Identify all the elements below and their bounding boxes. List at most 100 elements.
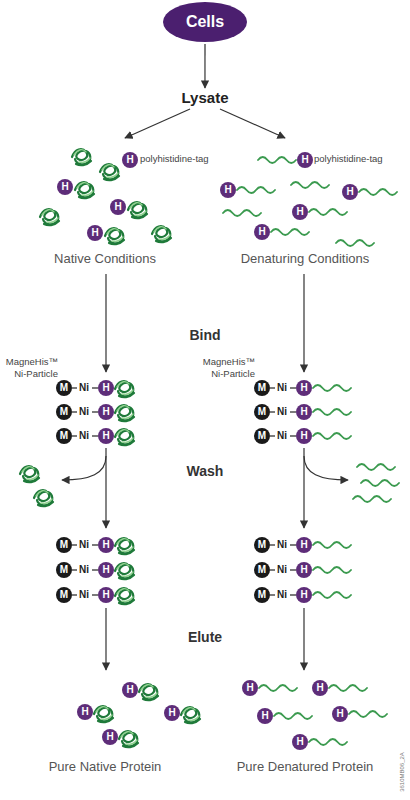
particle-label: MagneHis™ Ni-Particle — [0, 356, 58, 380]
magnetic-particle: M — [254, 380, 270, 396]
nickel-label: Ni — [79, 564, 89, 575]
denatured-protein — [313, 542, 351, 548]
his-tag: H — [296, 380, 312, 396]
his-tag: H — [342, 184, 358, 200]
native-protein — [115, 588, 134, 604]
his-tag: H — [98, 562, 114, 578]
washed-away-proteins — [20, 464, 399, 506]
magnetic-particle: M — [56, 428, 72, 444]
step-label: Elute — [188, 629, 222, 645]
bond-line — [72, 435, 77, 436]
nickel-label: Ni — [277, 382, 287, 393]
nickel-label: Ni — [277, 430, 287, 441]
bond-line — [270, 594, 275, 595]
node-text: Cells — [186, 13, 224, 31]
flow-arrows — [62, 274, 348, 670]
magnetic-particle: M — [56, 537, 72, 553]
tag-label: polyhistidine-tag — [140, 153, 209, 164]
his-tag: H — [122, 682, 138, 698]
nickel-label: Ni — [277, 539, 287, 550]
magnetic-particle: M — [254, 428, 270, 444]
his-tag: H — [292, 204, 308, 220]
node-text: Pure Denatured Protein — [237, 759, 374, 774]
native-protein — [115, 405, 134, 421]
tag-label: polyhistidine-tag — [314, 153, 383, 164]
step-node: Pure Native Protein — [46, 758, 165, 775]
his-tag: H — [296, 587, 312, 603]
nickel-label: Ni — [277, 589, 287, 600]
node-text: Native Conditions — [54, 251, 156, 266]
his-tag: H — [98, 380, 114, 396]
step-label: Wash — [187, 463, 224, 479]
bond-line — [270, 411, 275, 412]
native-protein — [115, 563, 134, 579]
lysate-denatured-proteins — [223, 157, 397, 246]
nickel-label: Ni — [79, 539, 89, 550]
magnetic-particle: M — [254, 587, 270, 603]
his-tag: H — [164, 705, 180, 721]
bond-line — [72, 544, 77, 545]
bond-line — [72, 387, 77, 388]
his-tag: H — [98, 404, 114, 420]
step-node: Pure Denatured Protein — [234, 758, 377, 775]
step-node: Lysate — [179, 88, 232, 107]
his-tag: H — [220, 182, 236, 198]
denatured-protein — [313, 592, 351, 598]
denatured-protein — [313, 433, 351, 439]
his-tag: H — [292, 734, 308, 750]
node-text: Lysate — [182, 89, 229, 106]
bond-line — [72, 411, 77, 412]
step-label: Bind — [189, 327, 220, 343]
his-tag: H — [242, 680, 258, 696]
bond-line — [270, 544, 275, 545]
magnetic-particle: M — [56, 562, 72, 578]
nickel-label: Ni — [79, 430, 89, 441]
cell-ellipse: Cells — [163, 2, 247, 42]
node-text: Pure Native Protein — [49, 759, 162, 774]
his-tag: H — [296, 562, 312, 578]
nickel-label: Ni — [79, 382, 89, 393]
native-protein — [115, 429, 134, 445]
denatured-protein — [313, 385, 351, 391]
his-tag: H — [312, 680, 328, 696]
bond-line — [270, 387, 275, 388]
flow-connector — [220, 109, 285, 138]
node-text: Denaturing Conditions — [241, 251, 370, 266]
his-tag: H — [296, 537, 312, 553]
his-tag: H — [122, 152, 138, 168]
bond-line — [270, 435, 275, 436]
magnetic-particle: M — [56, 380, 72, 396]
magnetic-particle: M — [254, 562, 270, 578]
nickel-label: Ni — [79, 589, 89, 600]
nickel-label: Ni — [79, 406, 89, 417]
his-tag: H — [110, 199, 126, 215]
particle-label: MagneHis™ Ni-Particle — [193, 356, 255, 380]
his-tag: H — [77, 704, 93, 720]
magnetic-particle: M — [56, 587, 72, 603]
his-tag: H — [254, 224, 270, 240]
denatured-protein — [313, 409, 351, 415]
his-tag: H — [98, 587, 114, 603]
nickel-label: Ni — [277, 564, 287, 575]
his-tag: H — [332, 706, 348, 722]
his-tag: H — [296, 404, 312, 420]
bead-bonds — [72, 381, 351, 604]
bond-line — [270, 569, 275, 570]
magnetic-particle: M — [254, 404, 270, 420]
magnetic-particle: M — [254, 537, 270, 553]
his-tag: H — [257, 708, 273, 724]
his-tag: H — [98, 537, 114, 553]
watermark: 3610MB06_2A — [399, 752, 405, 792]
his-tag: H — [57, 179, 73, 195]
his-tag: H — [98, 428, 114, 444]
eluted-native-proteins — [94, 684, 200, 747]
denatured-protein — [313, 567, 351, 573]
native-protein — [115, 538, 134, 554]
flow-connector — [125, 109, 190, 138]
his-tag: H — [296, 428, 312, 444]
nickel-label: Ni — [277, 406, 287, 417]
bond-line — [72, 569, 77, 570]
flow-connector — [204, 44, 205, 88]
